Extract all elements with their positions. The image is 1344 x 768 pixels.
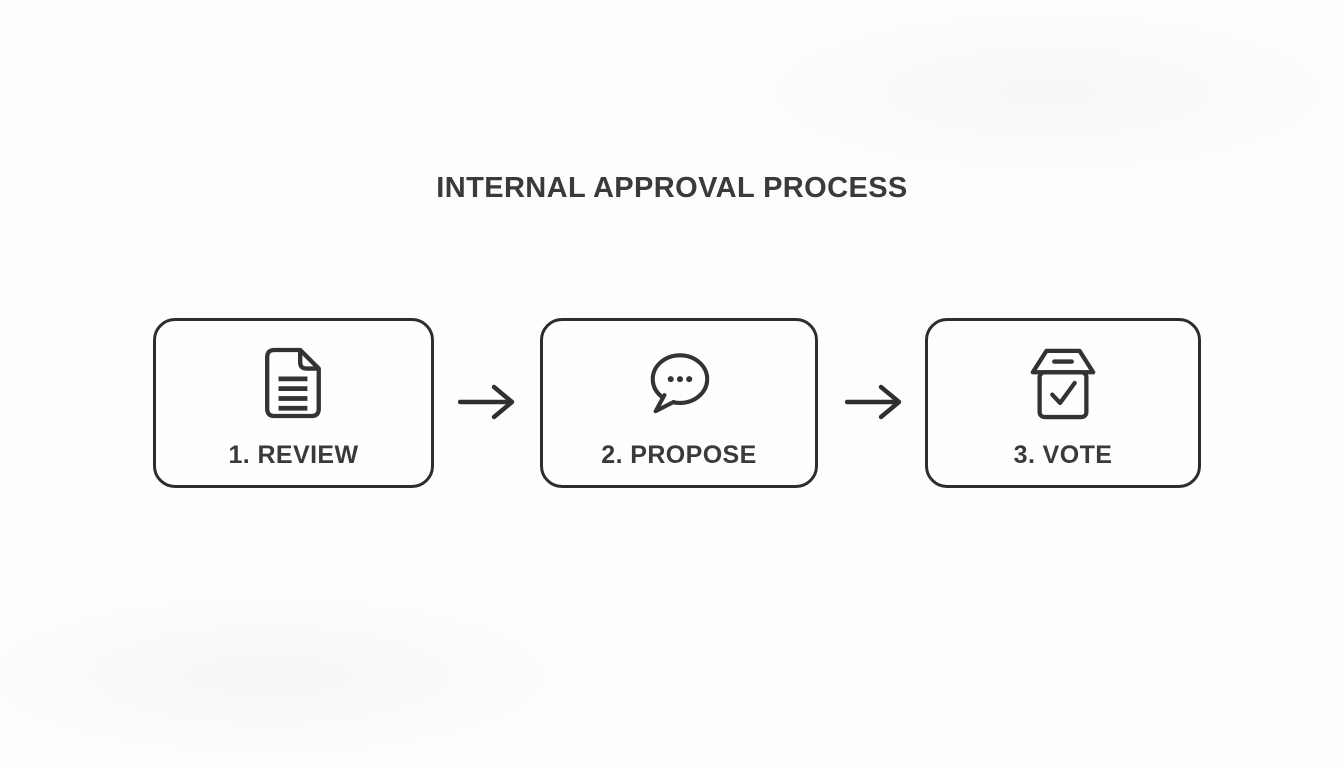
document-icon xyxy=(261,343,327,423)
arrow-right-icon xyxy=(845,379,905,425)
step-label-review: 1. REVIEW xyxy=(228,440,359,469)
step-label-propose: 2. PROPOSE xyxy=(601,440,757,469)
step-box-vote: 3. VOTE xyxy=(925,318,1201,488)
speech-bubble-icon xyxy=(644,343,714,423)
page-title: INTERNAL APPROVAL PROCESS xyxy=(436,172,908,204)
arrow-right-icon xyxy=(458,379,518,425)
step-box-review: 1. REVIEW xyxy=(153,318,434,488)
step-label-vote: 3. VOTE xyxy=(1013,440,1113,469)
step-box-propose: 2. PROPOSE xyxy=(540,318,818,488)
ballot-box-icon xyxy=(1026,343,1100,423)
